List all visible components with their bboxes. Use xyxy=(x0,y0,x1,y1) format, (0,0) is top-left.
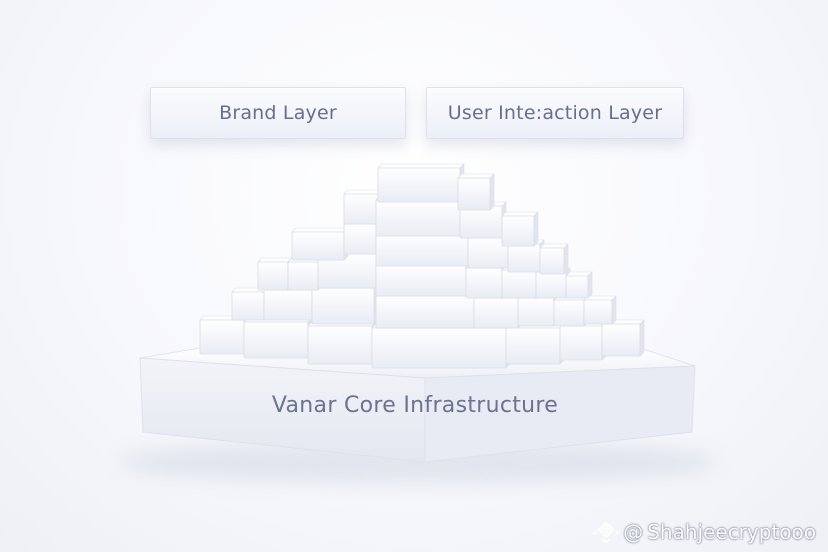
user-interaction-layer-label: User Inte:action Layer xyxy=(447,102,663,124)
brick xyxy=(199,315,249,355)
brick xyxy=(375,291,479,329)
brick xyxy=(501,211,539,247)
watermark-at: @ xyxy=(623,520,644,544)
brick xyxy=(307,321,377,365)
brick xyxy=(583,295,617,325)
brick xyxy=(377,163,465,203)
brick xyxy=(231,287,269,321)
brick xyxy=(243,317,313,359)
watermark: @ Shahjeecryptooo xyxy=(593,520,816,544)
brick xyxy=(539,243,569,275)
brick xyxy=(559,321,607,361)
brick xyxy=(343,189,383,225)
core-infrastructure-label: Vanar Core Infrastructure xyxy=(271,393,559,418)
brick xyxy=(311,283,379,325)
ground-shadow xyxy=(118,440,718,484)
brick xyxy=(553,295,589,327)
brick xyxy=(287,257,323,291)
brick xyxy=(505,323,565,365)
brick xyxy=(601,319,645,357)
brick xyxy=(457,173,495,211)
brand-layer-label: Brand Layer xyxy=(219,102,337,124)
watermark-handle: Shahjeecryptooo xyxy=(647,520,816,544)
user-interaction-layer-box: User Inte:action Layer xyxy=(426,87,684,139)
brick xyxy=(465,263,507,299)
brand-layer-box: Brand Layer xyxy=(150,87,406,139)
brick xyxy=(565,271,593,299)
brick xyxy=(371,323,511,369)
binance-square-icon xyxy=(593,521,619,543)
brick xyxy=(291,227,349,261)
brick xyxy=(473,293,523,329)
brick-stack xyxy=(199,163,645,369)
brick xyxy=(263,285,317,321)
brick xyxy=(343,219,381,255)
brick xyxy=(257,257,293,291)
brick xyxy=(517,293,559,327)
